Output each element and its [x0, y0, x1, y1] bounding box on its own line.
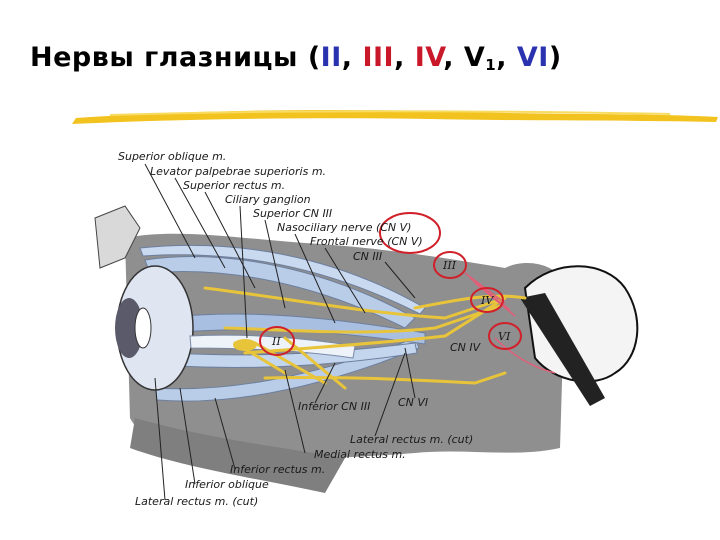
- label-superior-oblique: Superior oblique m.: [118, 150, 226, 163]
- optic-nerve: [189, 334, 356, 359]
- title-subscript: 1: [485, 56, 497, 74]
- leader-inferior-rectus: [214, 397, 236, 470]
- title-close: ): [548, 42, 562, 73]
- leader-frontal: [324, 247, 366, 314]
- lateral-rectus-muscle: [164, 313, 426, 345]
- label-lateral-rectus-right: Lateral rectus m. (cut): [350, 433, 473, 446]
- leader-cn3: [384, 261, 416, 299]
- label-inferior-cn3: Inferior CN III: [298, 400, 370, 413]
- ciliary-ganglion: [233, 339, 257, 351]
- label-cn3: CN III: [353, 250, 382, 263]
- leader-superior-cn3: [264, 219, 286, 309]
- ring-cn-v: [379, 212, 441, 254]
- leader-nasociliary: [294, 233, 336, 324]
- label-ciliary-ganglion: Ciliary ganglion: [225, 193, 311, 206]
- orbital-bone-lower: [130, 418, 345, 493]
- label-lateral-rectus-left: Lateral rectus m. (cut): [135, 495, 258, 508]
- label-inferior-rectus: Inferior rectus m.: [230, 463, 325, 476]
- leader-inferior-cn3: [314, 362, 336, 404]
- leader-lateral-rectus-left: [154, 377, 166, 501]
- frontal-nerve: [203, 286, 507, 320]
- mark-iv: IV: [480, 294, 494, 307]
- mark-ii: II: [271, 335, 281, 348]
- label-frontal: Frontal nerve (CN V): [310, 235, 423, 248]
- slide-title: Нервы глазницы (II, III, IV, V1, VI): [30, 42, 562, 74]
- title-numeral-iii: III: [362, 42, 395, 73]
- leader-superior-rectus: [204, 191, 256, 289]
- ring-ii: [259, 326, 295, 356]
- ring-iv: [470, 287, 504, 313]
- nasociliary-nerve: [223, 304, 502, 334]
- title-numeral-v: V: [463, 42, 486, 73]
- highlight-rings: [259, 212, 522, 356]
- title-numeral-ii: II: [320, 42, 342, 73]
- trochlear-nerve: [413, 294, 527, 310]
- cornea: [115, 298, 143, 358]
- mark-iii: III: [442, 259, 457, 272]
- label-levator: Levator palpebrae superioris m.: [150, 165, 326, 178]
- leader-cn6: [404, 347, 416, 399]
- title-numeral-iv: IV: [414, 42, 444, 73]
- leader-medial-rectus: [284, 369, 306, 454]
- ring-iii: [433, 251, 467, 279]
- title-underline: [72, 110, 718, 124]
- lens: [134, 307, 152, 349]
- title-separator: ,: [394, 42, 415, 73]
- label-leaders: [144, 163, 416, 501]
- label-inferior-oblique: Inferior oblique: [185, 478, 269, 491]
- nasal-bone: [94, 205, 141, 269]
- label-cn4: CN IV: [450, 341, 482, 354]
- title-separator: ,: [443, 42, 464, 73]
- mark-vi: VI: [498, 330, 511, 343]
- leader-lateral-rectus-right: [374, 352, 406, 437]
- ring-vi: [488, 322, 522, 350]
- label-nasociliary: Nasociliary nerve (CN V): [277, 221, 411, 234]
- label-superior-rectus: Superior rectus m.: [183, 179, 285, 192]
- leader-levator: [174, 177, 226, 269]
- dura-band: [520, 293, 605, 406]
- underline-highlight: [109, 110, 671, 116]
- label-cn6: CN VI: [398, 396, 428, 409]
- title-numeral-vi: VI: [516, 42, 549, 73]
- superior-rectus-muscle: [144, 256, 416, 329]
- skull-outline: [523, 265, 639, 383]
- title-separator: ,: [341, 42, 363, 73]
- title-text: Нервы глазницы (: [30, 42, 321, 73]
- leader-inferior-oblique: [179, 387, 196, 485]
- leader-ciliary-ganglion: [239, 205, 248, 339]
- title-separator: ,: [496, 42, 517, 73]
- orbit-nerves-diagram: Superior oblique m. Levator palpebrae su…: [94, 150, 639, 508]
- levator-muscle: [139, 244, 426, 315]
- underline-stroke: [72, 110, 718, 124]
- abducens-nerve: [263, 371, 507, 385]
- leader-superior-oblique: [144, 163, 196, 259]
- label-superior-cn3: Superior CN III: [253, 207, 332, 220]
- pink-nerve-vi: [494, 337, 556, 374]
- label-medial-rectus: Medial rectus m.: [314, 448, 406, 461]
